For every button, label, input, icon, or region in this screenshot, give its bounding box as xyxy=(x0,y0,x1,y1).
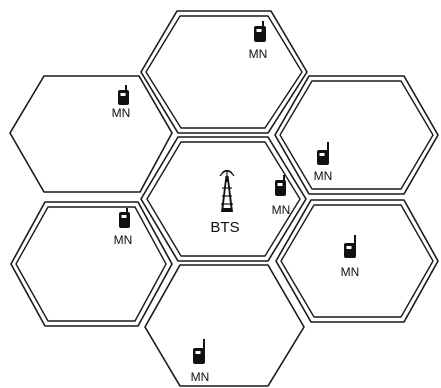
mn-label-lower-left: MN xyxy=(114,233,133,247)
hex-cell-top xyxy=(140,10,308,134)
mn-label-upper-left: MN xyxy=(112,106,131,120)
hex-cell-upper-right xyxy=(274,75,439,195)
hex-cell-lower-right xyxy=(275,199,439,323)
mobile-phone-icon xyxy=(118,85,129,105)
mobile-phone-icon xyxy=(344,235,356,258)
antenna-tower-icon xyxy=(219,169,235,212)
bts-label: BTS xyxy=(210,219,239,236)
hex-cell-upper-left xyxy=(9,75,173,193)
mn-label-bottom: MN xyxy=(191,370,210,384)
mobile-phone-icon xyxy=(193,339,205,364)
hex-cell-lower-left xyxy=(10,201,173,327)
mn-label-lower-right: MN xyxy=(341,265,360,279)
mn-label-center: MN xyxy=(272,203,291,217)
mn-label-top: MN xyxy=(249,47,268,61)
hex-cell-bottom xyxy=(144,264,305,387)
mobile-phone-icon xyxy=(254,21,266,42)
mobile-phone-icon xyxy=(317,142,329,165)
mn-label-upper-right: MN xyxy=(314,169,333,183)
mobile-phone-icon xyxy=(275,175,286,196)
mobile-phone-icon xyxy=(119,208,130,228)
